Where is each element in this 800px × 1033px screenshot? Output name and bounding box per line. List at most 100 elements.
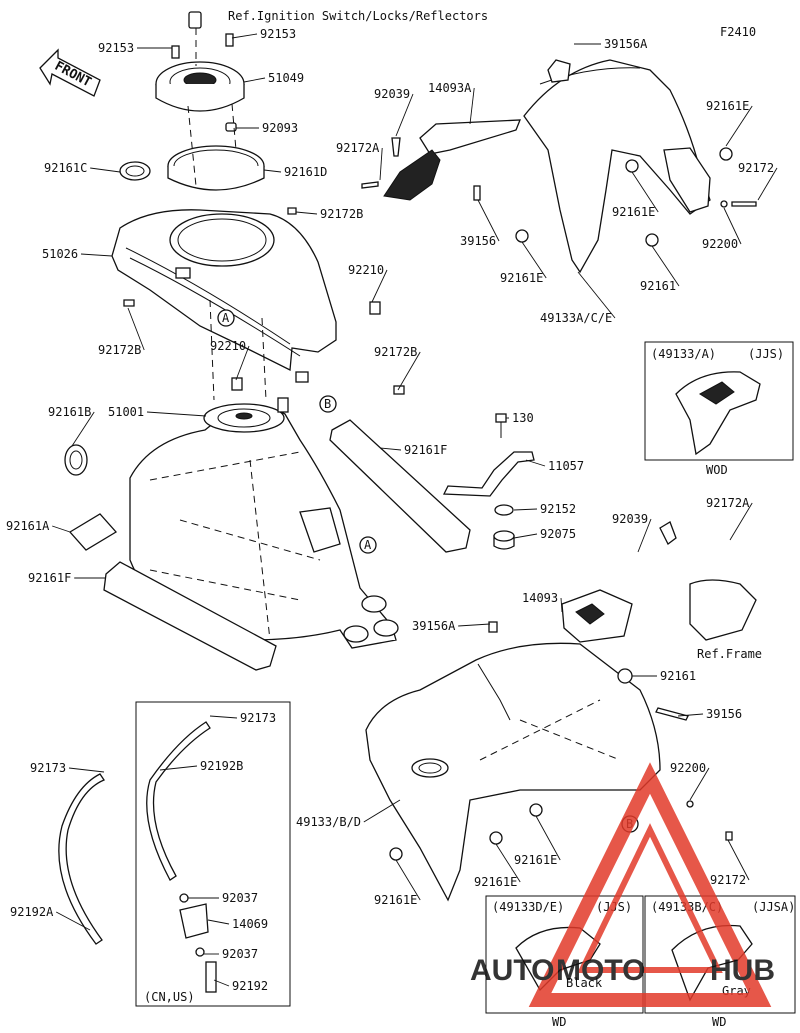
svg-text:(JJS): (JJS) — [748, 347, 784, 361]
leader-c18 — [395, 93, 414, 137]
callout-c27: 92161E — [500, 271, 543, 285]
ref-frame-label: Ref.Frame — [697, 647, 762, 661]
leader-c39 — [677, 713, 704, 717]
callout-c6: 92161D — [284, 165, 327, 179]
ref-ignition-label: Ref.Ignition Switch/Locks/Reflectors — [228, 9, 488, 23]
leader-c24 — [477, 199, 500, 242]
leader-c16 — [52, 525, 71, 533]
leader-c42 — [68, 767, 105, 773]
svg-text:B: B — [324, 397, 331, 411]
pads-92161F — [103, 419, 471, 671]
leader-c50 — [207, 919, 230, 925]
callout-c45: 92161E — [514, 853, 557, 867]
fuel-cap-assembly — [119, 11, 265, 191]
leader-c40 — [209, 715, 238, 719]
front-label: FRONT — [52, 59, 94, 91]
leader-c3 — [243, 77, 266, 83]
callout-c5: 92161C — [44, 161, 87, 175]
callout-c43: 92200 — [670, 761, 706, 775]
callout-c49: 92037 — [222, 891, 258, 905]
callout-c38: 92161 — [660, 669, 696, 683]
watermark-part1: AUTO — [470, 954, 554, 987]
leader-c7 — [295, 211, 318, 215]
circle-marker-a1: A — [217, 309, 235, 327]
callout-c44: 49133/B/D — [296, 815, 361, 829]
svg-text:(49133/A): (49133/A) — [651, 347, 716, 361]
leader-c31 — [525, 459, 546, 467]
callout-c35: 92172A — [706, 496, 750, 510]
callout-c39: 39156 — [706, 707, 742, 721]
callout-c33: 92075 — [540, 527, 576, 541]
callout-c47: 92172 — [710, 873, 746, 887]
callout-c34: 92039 — [612, 512, 648, 526]
leader-c11 — [235, 345, 250, 381]
callout-c26: 92200 — [702, 237, 738, 251]
leader-c34 — [637, 518, 652, 553]
callout-c25: 92161E — [612, 205, 655, 219]
callout-c29: 49133A/C/E — [540, 311, 612, 325]
leader-c41 — [159, 765, 198, 771]
callout-c16: 92161A — [6, 519, 50, 533]
callout-c11: 92210 — [210, 339, 246, 353]
callout-c1: 92153 — [98, 41, 134, 55]
leader-c32 — [513, 508, 538, 511]
leader-c48 — [395, 859, 421, 901]
callout-c14: 51001 — [108, 405, 144, 419]
small-fasteners-left — [123, 207, 405, 395]
leader-c10 — [127, 307, 145, 351]
callout-c15: 92161F — [404, 443, 447, 457]
leader-c53 — [55, 911, 91, 931]
leader-c52 — [213, 979, 230, 987]
callout-c32: 92152 — [540, 502, 576, 516]
callout-c13: 92161B — [48, 405, 91, 419]
color-label-black: Black — [566, 976, 603, 990]
svg-text:A: A — [364, 538, 372, 552]
callout-c30: 130 — [512, 411, 534, 425]
leader-c6 — [263, 169, 282, 173]
svg-text:WOD: WOD — [706, 463, 728, 477]
leader-c14 — [146, 411, 207, 417]
callout-c4: 92093 — [262, 121, 298, 135]
callout-c28: 92161 — [640, 279, 676, 293]
callout-c31: 11057 — [548, 459, 584, 473]
svg-text:(49133D/E): (49133D/E) — [492, 900, 564, 914]
leader-c15 — [379, 447, 402, 451]
figure-code: F2410 — [720, 25, 756, 39]
leader-c25 — [631, 171, 659, 213]
callout-c9: 92210 — [348, 263, 384, 277]
callout-c18: 92039 — [374, 87, 410, 101]
watermark-triangle — [528, 762, 772, 1007]
front-arrow: FRONT — [39, 48, 101, 97]
leader-c26 — [723, 207, 742, 245]
svg-text:WD: WD — [552, 1015, 566, 1029]
leader-c21 — [379, 147, 383, 181]
callout-c50: 14069 — [232, 917, 268, 931]
leader-c29 — [577, 271, 616, 319]
callout-c23: 92172 — [738, 161, 774, 175]
callout-c36: 14093 — [522, 591, 558, 605]
leader-c22 — [725, 105, 753, 147]
callout-c22: 92161E — [706, 99, 749, 113]
callout-c10: 92172B — [98, 343, 141, 357]
circle-marker-a2: A — [359, 536, 377, 554]
callout-c46: 92161E — [474, 875, 517, 889]
callout-c42: 92173 — [30, 761, 66, 775]
callout-c52: 92192 — [232, 979, 268, 993]
leader-c12 — [397, 351, 421, 391]
callout-c17: 92161F — [28, 571, 71, 585]
leader-c9 — [371, 269, 388, 303]
leader-c44 — [363, 799, 401, 823]
leader-c5 — [90, 167, 121, 173]
canister-note: (CN,US) — [144, 990, 195, 1004]
watermark-part2: MOTO — [556, 954, 645, 987]
leader-c43 — [689, 767, 710, 801]
callout-c24: 39156 — [460, 234, 496, 248]
bracket-assembly — [442, 413, 535, 550]
callout-c12: 92172B — [374, 345, 417, 359]
leader-c35 — [729, 502, 753, 541]
watermark-part3: HUB — [710, 954, 775, 987]
leader-c23 — [757, 167, 778, 201]
callout-c51: 92037 — [222, 947, 258, 961]
